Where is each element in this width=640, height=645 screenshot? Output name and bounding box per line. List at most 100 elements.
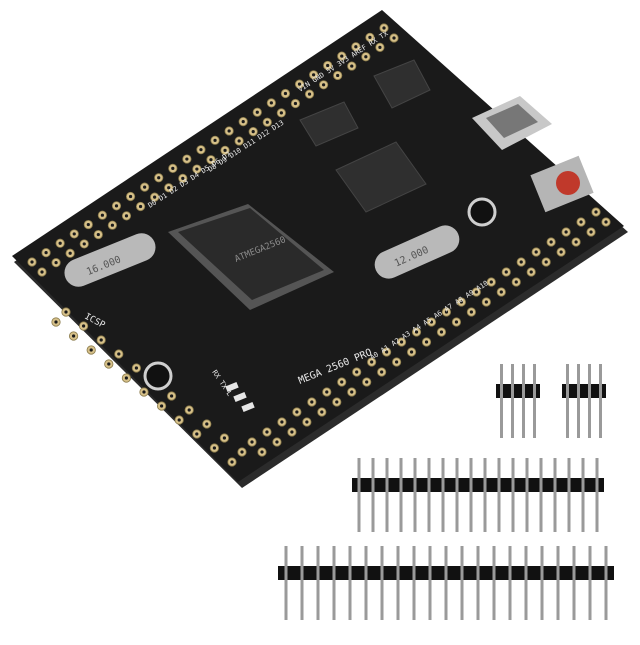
- header-pad-hole: [424, 340, 429, 344]
- header-pad-hole: [195, 167, 199, 171]
- header-pad-hole: [549, 240, 553, 244]
- long-header-2-pin: [284, 546, 288, 620]
- crystal-right: 12.000: [374, 225, 460, 279]
- header-pad-hole: [499, 290, 503, 294]
- header-pad-hole: [534, 250, 538, 254]
- header-pad-hole: [439, 330, 444, 334]
- long-header-2-pin: [508, 546, 512, 620]
- reset-button: [530, 155, 594, 213]
- header-pad-hole: [469, 310, 473, 314]
- long-header-1-pin: [371, 458, 375, 532]
- long-header-2-pin: [492, 546, 496, 620]
- header-pad-hole: [364, 55, 368, 59]
- header-pad-hole: [58, 241, 62, 245]
- header-pad-hole: [385, 350, 389, 354]
- header-pad-hole: [392, 36, 396, 40]
- header-pad-hole: [227, 129, 231, 133]
- header-pad-hole: [326, 63, 330, 68]
- small-header-2: [562, 364, 606, 438]
- header-pad-hole: [30, 260, 34, 264]
- header-pad-hole: [44, 251, 48, 255]
- header-pad-hole: [307, 92, 312, 96]
- long-header-1-pin: [483, 458, 487, 532]
- long-header-1-pin: [511, 458, 515, 532]
- long-header-2-pin: [428, 546, 432, 620]
- small-header-1-pin: [500, 364, 503, 438]
- header-pad-hole: [564, 230, 568, 234]
- small-header-1-pin: [533, 364, 536, 438]
- header-pad-hole: [279, 111, 283, 115]
- smd-ic: [299, 101, 359, 147]
- small-header-2-pin: [577, 364, 580, 438]
- mcu-chip-body: [178, 208, 324, 300]
- header-pad-hole: [310, 400, 314, 404]
- led-l: [241, 401, 255, 413]
- header-pad-hole: [124, 214, 129, 218]
- long-header-1-pin: [553, 458, 557, 532]
- header-pad-hole: [275, 440, 279, 444]
- long-header-1-pin: [595, 458, 599, 532]
- crystal-right-body: [374, 225, 460, 279]
- header-pad-hole: [134, 366, 138, 370]
- header-pad-hole: [320, 410, 324, 414]
- long-header-2-pin: [380, 546, 384, 620]
- header-pad-hole: [223, 148, 227, 152]
- header-pad-hole: [107, 362, 111, 366]
- header-pad-hole: [142, 390, 146, 394]
- header-pad-hole: [54, 261, 58, 265]
- header-pad-hole: [265, 120, 269, 124]
- long-header-1-pin: [567, 458, 571, 532]
- long-header-2-pin: [332, 546, 336, 620]
- header-pad-hole: [504, 270, 508, 274]
- header-pad-hole: [574, 240, 578, 244]
- header-pad-hole: [187, 408, 191, 412]
- header-pads: [27, 23, 611, 467]
- header-pad-hole: [209, 158, 213, 162]
- header-pad-hole: [474, 290, 478, 294]
- header-pad-hole: [380, 370, 384, 374]
- header-pad-hole: [444, 310, 449, 314]
- reset-button-cap: [556, 171, 580, 195]
- header-pad-hole: [269, 101, 273, 105]
- long-header-2-pin: [348, 546, 352, 620]
- pin-headers: [278, 364, 614, 620]
- header-pad-hole: [484, 300, 488, 304]
- long-header-2-pin: [604, 546, 608, 620]
- header-pad-hole: [124, 376, 128, 380]
- header-pad-hole: [240, 450, 244, 454]
- header-pad-hole: [96, 232, 100, 237]
- long-header-1-pin: [497, 458, 501, 532]
- small-header-2-pin: [566, 364, 569, 438]
- header-pad-hole: [368, 35, 372, 39]
- header-pad-hole: [414, 330, 419, 334]
- header-pad-hole: [117, 352, 121, 356]
- header-pad-hole: [237, 139, 241, 143]
- header-pad-hole: [293, 101, 298, 106]
- header-pad-hole: [409, 350, 414, 354]
- header-pad-hole: [138, 204, 143, 209]
- header-pad-hole: [153, 195, 157, 199]
- header-pad-hole: [589, 230, 593, 234]
- long-header-1-pin: [385, 458, 389, 532]
- header-pad-hole: [305, 420, 309, 424]
- header-pad-hole: [355, 370, 359, 374]
- small-header-1-pin: [522, 364, 525, 438]
- header-pad-hole: [340, 380, 344, 384]
- header-pad-hole: [260, 450, 264, 454]
- header-pad-hole: [205, 422, 209, 426]
- led-rx: [225, 381, 239, 393]
- header-pad-hole: [340, 54, 344, 58]
- long-header-1-pin: [539, 458, 543, 532]
- header-pad-hole: [185, 157, 189, 161]
- header-pad-hole: [157, 176, 161, 180]
- small-header-2-plastic: [562, 384, 606, 398]
- header-pad-hole: [250, 440, 254, 444]
- header-pad-hole: [241, 120, 245, 124]
- header-pad-hole: [325, 390, 329, 394]
- header-pad-hole: [594, 210, 598, 214]
- header-pad-hole: [312, 73, 316, 77]
- header-pad-hole: [82, 324, 86, 328]
- header-pad-hole: [454, 320, 459, 324]
- header-pad-hole: [265, 430, 269, 434]
- header-pad-hole: [365, 380, 369, 384]
